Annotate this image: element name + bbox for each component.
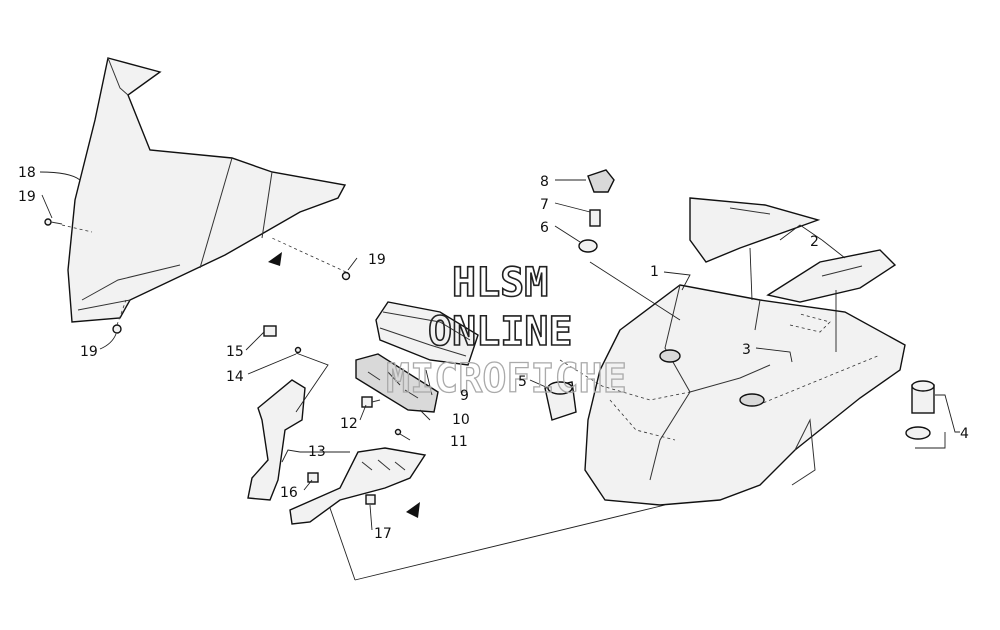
callout-13: 13 [308, 444, 326, 460]
callout-17: 17 [374, 526, 392, 542]
callout-15: 15 [226, 344, 244, 360]
windshield-screws [44, 218, 351, 334]
callout-16: 16 [280, 485, 298, 501]
leader-lines [39, 171, 960, 581]
callout-10: 10 [452, 412, 470, 428]
callout-11: 11 [450, 434, 468, 450]
gauge-assembly [355, 301, 479, 413]
watermark-line-1: HLSM [452, 260, 548, 306]
callout-19-c: 19 [80, 344, 98, 360]
callout-4: 4 [960, 426, 969, 442]
callout-9: 9 [460, 388, 469, 404]
accessory-plug [905, 380, 935, 440]
arrow-marker-2 [406, 502, 420, 518]
watermark-line-2: ONLINE [428, 309, 573, 355]
callout-1: 1 [650, 264, 659, 280]
gauge-fasteners [361, 396, 402, 436]
callout-19-a: 19 [18, 189, 36, 205]
callout-7: 7 [540, 197, 549, 213]
callout-12: 12 [340, 416, 358, 432]
bracket-fasteners [263, 325, 376, 505]
callout-2: 2 [810, 234, 819, 250]
callout-6: 6 [540, 220, 549, 236]
callout-19-b: 19 [368, 252, 386, 268]
watermark: HLSM ONLINE MICROFICHE [385, 259, 627, 402]
ignition-parts [544, 169, 615, 421]
windshield [67, 57, 347, 323]
arrow-marker [268, 252, 282, 266]
callout-14: 14 [226, 369, 244, 385]
callout-5: 5 [518, 374, 527, 390]
hood-shroud [584, 284, 906, 506]
vent-panels [689, 197, 897, 303]
callout-labels: 18 19 19 19 15 14 13 16 17 12 11 10 9 8 … [18, 165, 969, 542]
callout-3: 3 [742, 342, 751, 358]
mount-bracket [247, 379, 427, 525]
callout-8: 8 [540, 174, 549, 190]
callout-18: 18 [18, 165, 36, 181]
watermark-line-3: MICROFICHE [386, 356, 627, 402]
